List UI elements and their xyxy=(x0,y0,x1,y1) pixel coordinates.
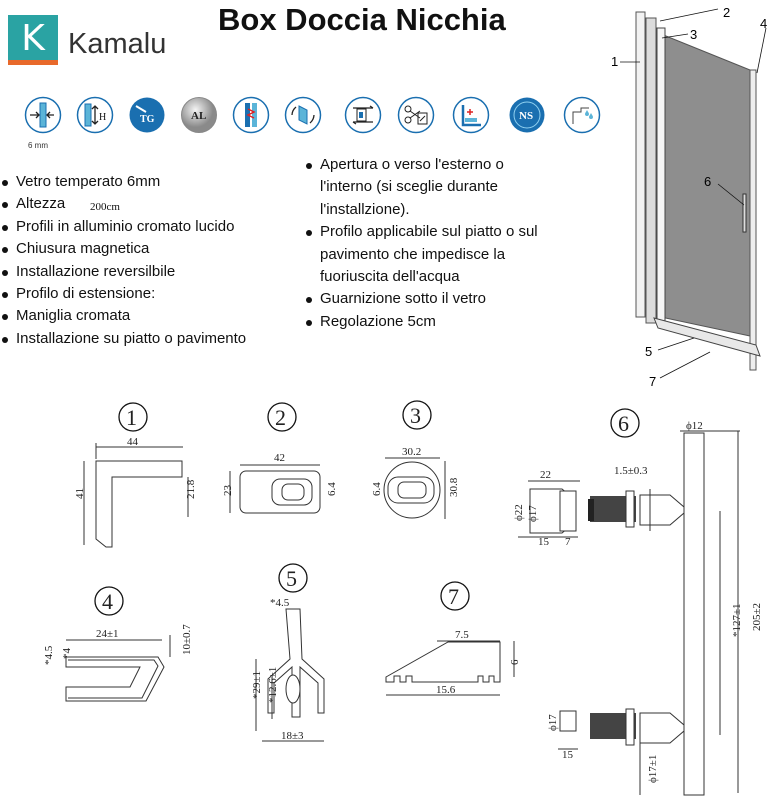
reversible-icon xyxy=(284,96,322,134)
cut-icon xyxy=(397,96,435,134)
feature-item: Profilo applicabile sul piatto o sul xyxy=(304,221,538,243)
svg-text:*4.5: *4.5 xyxy=(43,645,55,665)
callout-1: 1 xyxy=(611,54,618,69)
magnetic-profile xyxy=(749,69,757,371)
svg-text:*29±1: *29±1 xyxy=(251,671,263,699)
svg-text:5: 5 xyxy=(286,566,297,591)
height-icon: H xyxy=(76,96,114,134)
feature-item-continuation: pavimento che impedisce la xyxy=(320,245,506,263)
product-illustration: 1 2 3 4 5 6 7 xyxy=(611,5,767,389)
svg-text:7: 7 xyxy=(448,584,459,609)
thickness-caption: 6 mm xyxy=(28,141,48,150)
svg-text:23: 23 xyxy=(222,485,234,497)
svg-text:15.6: 15.6 xyxy=(436,684,456,696)
svg-text:AL: AL xyxy=(191,110,206,122)
svg-text:30.8: 30.8 xyxy=(448,477,460,497)
floor-profile xyxy=(653,317,761,357)
svg-text:205±2: 205±2 xyxy=(751,603,763,631)
callout-2: 2 xyxy=(723,5,730,20)
wall-install-icon xyxy=(452,96,490,134)
feature-item: Altezza xyxy=(0,193,246,215)
svg-text:18±3: 18±3 xyxy=(281,730,304,742)
svg-text:41: 41 xyxy=(74,488,86,499)
part-1-drawing: 1 44 41 21.8 xyxy=(74,402,197,548)
callout-4: 4 xyxy=(760,16,767,31)
svg-text:10±0.7: 10±0.7 xyxy=(181,624,193,655)
svg-text:2: 2 xyxy=(275,405,286,430)
svg-text:*4: *4 xyxy=(61,648,73,660)
svg-text:ϕ12: ϕ12 xyxy=(686,420,703,432)
aluminium-icon: AL xyxy=(180,96,218,134)
svg-text:7: 7 xyxy=(565,536,571,548)
feature-item: Installazione su piatto o pavimento xyxy=(0,328,246,350)
svg-text:24±1: 24±1 xyxy=(96,628,119,640)
svg-text:21.8: 21.8 xyxy=(185,479,197,499)
svg-text:3: 3 xyxy=(410,403,421,428)
svg-text:1: 1 xyxy=(126,405,137,430)
features-list-left: Vetro temperato 6mm Altezza Profili in a… xyxy=(0,171,246,350)
features-list-right: Apertura o verso l'esterno o l'interno (… xyxy=(304,154,538,333)
svg-text:4: 4 xyxy=(102,589,113,614)
callout-5: 5 xyxy=(645,344,652,359)
extension-profile-icon xyxy=(344,96,382,134)
svg-text:*127±1: *127±1 xyxy=(731,603,743,637)
handle xyxy=(742,193,747,233)
svg-text:6.4: 6.4 xyxy=(326,482,338,496)
glass-thickness-icon xyxy=(24,96,62,134)
feature-item: Regolazione 5cm xyxy=(304,311,538,333)
feature-item: Profilo di estensione: xyxy=(0,283,246,305)
part-2-drawing: 2 42 23 6.4 xyxy=(222,402,338,514)
part-6-drawing: 6 ϕ12 205±2 *127±1 22 ϕ22 ϕ17 15 7 1.5±0… xyxy=(513,408,763,796)
svg-text:22: 22 xyxy=(540,469,551,481)
svg-text:1.5±0.3: 1.5±0.3 xyxy=(614,465,648,477)
brand-name: Kamalu xyxy=(68,28,167,60)
glass-panel xyxy=(655,31,751,337)
magnetic-closure-icon xyxy=(232,96,270,134)
svg-text:ϕ17±1: ϕ17±1 xyxy=(647,755,659,783)
svg-text:15: 15 xyxy=(562,749,574,761)
svg-text:ϕ17: ϕ17 xyxy=(527,505,539,522)
callout-6: 6 xyxy=(704,174,711,189)
feature-item: Vetro temperato 6mm xyxy=(0,171,246,193)
feature-item: Maniglia cromata xyxy=(0,305,246,327)
svg-text:15: 15 xyxy=(538,536,550,548)
part-7-drawing: 7 7.5 6 15.6 xyxy=(385,581,521,696)
svg-text:ϕ17: ϕ17 xyxy=(547,714,559,731)
part-5-drawing: 5 *4.5 *29±1 *12.6±1 18±3 xyxy=(251,563,325,742)
callout-7: 7 xyxy=(649,374,656,389)
svg-text:NS: NS xyxy=(519,110,533,122)
feature-item: Profili in alluminio cromato lucido xyxy=(0,216,246,238)
svg-text:44: 44 xyxy=(127,436,139,448)
callout-3: 3 xyxy=(690,27,697,42)
feature-item: Installazione reversilbile xyxy=(0,261,246,283)
brand-logo xyxy=(8,15,58,65)
feature-item-continuation: l'interno (si sceglie durante xyxy=(320,178,498,196)
height-value: 200cm xyxy=(90,201,120,213)
tempered-glass-icon: TG xyxy=(128,96,166,134)
feature-item: Chiusura magnetica xyxy=(0,238,246,260)
svg-text:6: 6 xyxy=(509,659,521,665)
feature-item-continuation: fuoriuscita dell'acqua xyxy=(320,267,460,285)
svg-text:*12.6±1: *12.6±1 xyxy=(267,667,279,703)
feature-item: Guarnizione sotto il vetro xyxy=(304,288,538,310)
wall-profile xyxy=(635,11,646,318)
svg-text:7.5: 7.5 xyxy=(455,629,469,641)
nanoshield-icon: NS xyxy=(508,96,546,134)
svg-text:6.4: 6.4 xyxy=(371,482,383,496)
svg-text:30.2: 30.2 xyxy=(402,446,421,458)
svg-text:TG: TG xyxy=(140,114,155,125)
technical-drawings: 1 44 41 21.8 2 42 23 6.4 3 30.2 30.8 6.4 xyxy=(43,400,763,796)
feature-item-continuation: l'installzione). xyxy=(320,200,410,218)
water-seal-icon xyxy=(563,96,601,134)
feature-item: Apertura o verso l'esterno o xyxy=(304,154,538,176)
svg-text:H: H xyxy=(99,112,106,123)
svg-text:*4.5: *4.5 xyxy=(270,597,290,609)
svg-text:ϕ22: ϕ22 xyxy=(513,504,525,521)
part-3-drawing: 3 30.2 30.8 6.4 xyxy=(371,400,460,519)
svg-text:42: 42 xyxy=(274,452,285,464)
page-title: Box Doccia Nicchia xyxy=(218,2,506,37)
brand-logo-letter: K xyxy=(21,18,45,59)
part-4-drawing: 4 24±1 10±0.7 *4.5 *4 xyxy=(43,586,193,702)
svg-text:6: 6 xyxy=(618,411,629,436)
